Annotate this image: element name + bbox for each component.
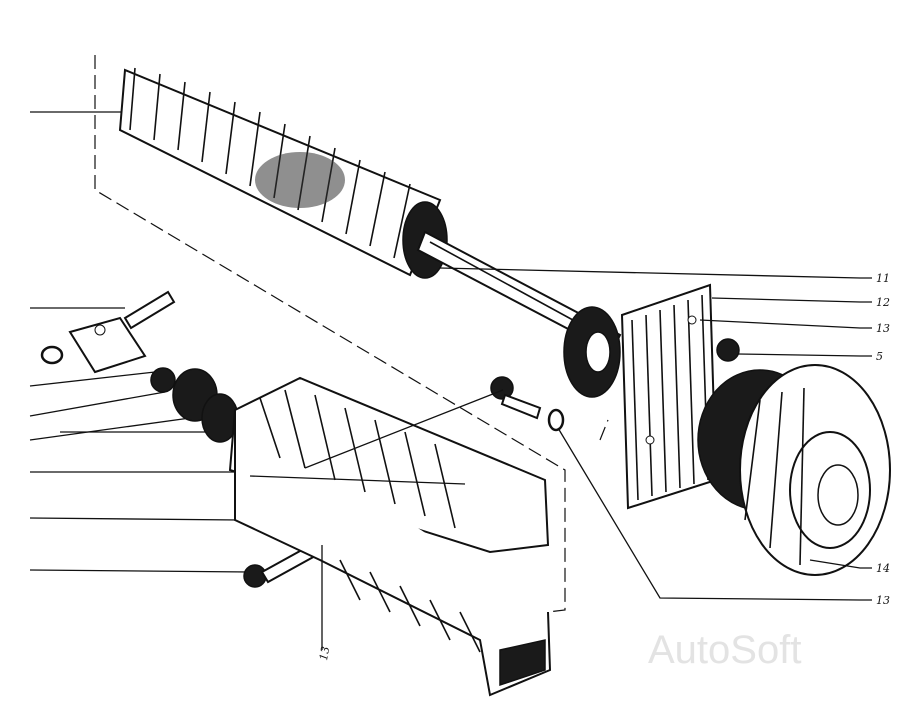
callout-labels: 11 12 13 5 14 13 13 xyxy=(317,272,890,661)
callout-13-bottom: 13 xyxy=(317,645,332,661)
callout-13-lower: 13 xyxy=(876,594,890,607)
mounting-plate xyxy=(620,283,718,510)
bolt-upper xyxy=(490,376,542,420)
hex-nut xyxy=(716,338,740,362)
callout-14: 14 xyxy=(876,562,890,575)
callout-11: 11 xyxy=(876,272,890,285)
shaft-gear xyxy=(563,306,621,398)
bracket-frame xyxy=(228,376,552,697)
clevis xyxy=(68,316,147,374)
pin xyxy=(123,290,176,330)
callout-12: 12 xyxy=(876,296,890,309)
small-gears xyxy=(150,367,239,443)
knurled-wheel xyxy=(697,364,891,576)
left-leader-lines xyxy=(29,111,251,573)
watermark-text: AutoSoft xyxy=(648,628,801,672)
spring-drum xyxy=(118,67,448,279)
small-washer xyxy=(40,345,64,365)
callout-5: 5 xyxy=(876,350,883,363)
washer xyxy=(547,408,565,432)
assembly-axes xyxy=(94,55,609,613)
callout-13-upper: 13 xyxy=(876,322,890,335)
right-leader-lines xyxy=(249,267,872,650)
